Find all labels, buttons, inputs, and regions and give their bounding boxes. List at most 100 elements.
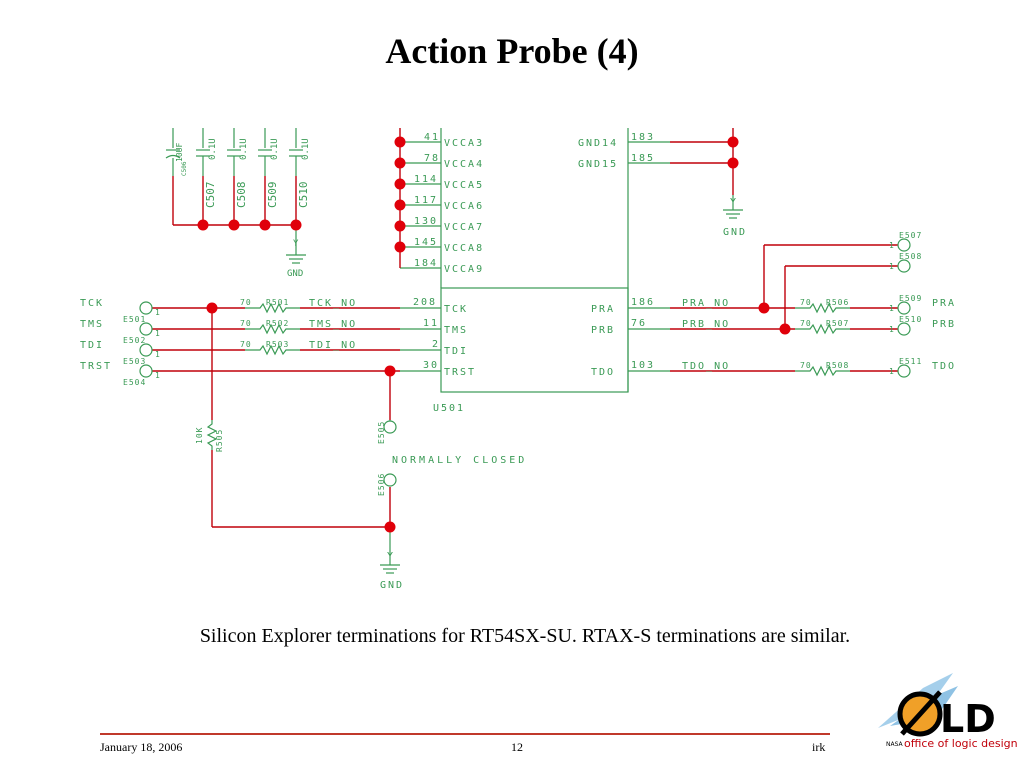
conn-ref-e504: E504 (123, 378, 146, 387)
res-ref-r505: R505 (215, 429, 224, 452)
connector-e509 (897, 301, 911, 315)
cap-ref-c508: C508 (235, 182, 248, 209)
u501-gnd-y-label: Y (730, 197, 738, 208)
left-signal-wires (152, 307, 400, 528)
cap-junctions (197, 219, 302, 231)
res-ref-r501: R501 (266, 298, 289, 307)
conn-ref-e503: E503 (123, 357, 146, 366)
logo-nasa: NASA (886, 741, 904, 748)
net-name-tms: TMS_NO (309, 319, 357, 330)
gnd-pin-num: 183 (631, 132, 655, 143)
u501-gnd-label: GND (723, 227, 747, 238)
connector-e502 (139, 322, 153, 336)
vcc-pin-name: VCCA7 (444, 222, 484, 233)
slide-caption: Silicon Explorer terminations for RT54SX… (199, 625, 851, 647)
vcc-pin-num: 114 (414, 174, 438, 185)
resistor-r508 (795, 365, 850, 377)
conn-ref-e509: E509 (899, 294, 922, 303)
res-value-r506: 70 (800, 298, 812, 307)
res-ref-r507: R507 (826, 319, 849, 328)
cap-labels: C506 10UF C507 0.1U C508 0.1U C509 0.1U … (175, 138, 311, 279)
pin-one-label: 1 (889, 304, 895, 313)
gnd-pin-num: 185 (631, 153, 655, 164)
cap-c506 (165, 128, 181, 176)
conn-ref-e510: E510 (899, 315, 922, 324)
right-pin-name: PRB (591, 325, 615, 336)
vcc-pin-num: 117 (414, 195, 438, 206)
cap-c509 (258, 128, 272, 176)
cap-value-c506: 10UF (175, 143, 184, 162)
cap-ref-c509: C509 (266, 182, 279, 209)
right-signal-parts (795, 238, 911, 378)
resistor-r502 (245, 323, 300, 335)
left-junctions (206, 302, 396, 533)
left-pin-num: 30 (423, 360, 439, 371)
footer-divider (100, 733, 830, 735)
right-pin-num: 76 (631, 318, 647, 329)
connector-e501 (139, 301, 153, 315)
pin-one-label: 1 (155, 371, 161, 380)
bottom-gnd-label: GND (380, 580, 404, 591)
u501-labels: 41 VCCA3 78 VCCA4 114 VCCA5 117 VCCA6 13… (413, 132, 747, 414)
conn-ref-e508: E508 (899, 252, 922, 261)
vcc-pin-name: VCCA4 (444, 159, 484, 170)
right-junctions (758, 302, 791, 335)
signal-name-trst: TRST (80, 361, 112, 372)
schematic-diagram: C506 10UF C507 0.1U C508 0.1U C509 0.1U … (80, 128, 956, 591)
footer-page-number: 12 (511, 740, 523, 754)
vcc-pin-num: 130 (414, 216, 438, 227)
resistor-r506 (795, 302, 850, 314)
left-pin-name: TRST (444, 367, 476, 378)
left-pin-num: 208 (413, 297, 437, 308)
res-ref-r506: R506 (826, 298, 849, 307)
net-name-pra: PRA_NO (682, 298, 730, 309)
res-ref-r508: R508 (826, 361, 849, 370)
conn-ref-e501: E501 (123, 315, 146, 324)
u501-body (400, 128, 743, 393)
pin-one-label: 1 (889, 262, 895, 271)
conn-ref-e507: E507 (899, 231, 922, 240)
cap-ref-c510: C510 (297, 182, 310, 209)
signal-name-tdi: TDI (80, 340, 104, 351)
right-labels: PRA_NO PRB_NO TDO_NO PRA PRB TDO 70 R506… (682, 231, 956, 376)
res-value-r505: 10K (195, 427, 204, 444)
net-name-prb: PRB_NO (682, 319, 730, 330)
cap-c507 (196, 128, 210, 176)
signal-name-tms: TMS (80, 319, 104, 330)
connector-e510 (897, 322, 911, 336)
bottom-gnd-y-label: Y (387, 551, 395, 562)
pin-one-label: 1 (889, 241, 895, 250)
res-value-r508: 70 (800, 361, 812, 370)
cap-c508 (227, 128, 241, 176)
cap-gnd-label: GND (287, 269, 303, 279)
cap-gnd-y-label: Y (293, 239, 299, 249)
resistor-r503 (245, 344, 300, 356)
res-value-r501: 70 (240, 298, 252, 307)
resistor-r505 (206, 420, 218, 450)
gnd-pin-name: GND14 (578, 138, 618, 149)
left-signal-parts (139, 301, 400, 574)
cap-c510 (289, 128, 303, 176)
vcc-pin-num: 184 (414, 258, 438, 269)
pin-one-label: 1 (155, 329, 161, 338)
signal-name-pra: PRA (932, 298, 956, 309)
res-value-r502: 70 (240, 319, 252, 328)
cap-ref-c506: C506 (181, 161, 188, 176)
footer-date: January 18, 2006 (100, 740, 183, 754)
right-signal-wires (670, 244, 898, 372)
cap-value-c510: 0.1U (301, 138, 311, 160)
vcc-pin-num: 145 (414, 237, 438, 248)
conn-ref-e502: E502 (123, 336, 146, 345)
left-pin-name: TCK (444, 304, 468, 315)
gnd-pin-name: GND15 (578, 159, 618, 170)
cap-value-c508: 0.1U (239, 138, 249, 160)
u501-power-junctions (394, 136, 739, 253)
pin-one-label: 1 (889, 367, 895, 376)
decoupling-caps (165, 128, 306, 264)
right-pin-num: 186 (631, 297, 655, 308)
left-pin-num: 11 (423, 318, 439, 329)
connector-e507 (897, 238, 911, 252)
signal-name-tck: TCK (80, 298, 104, 309)
vcc-pin-name: VCCA8 (444, 243, 484, 254)
